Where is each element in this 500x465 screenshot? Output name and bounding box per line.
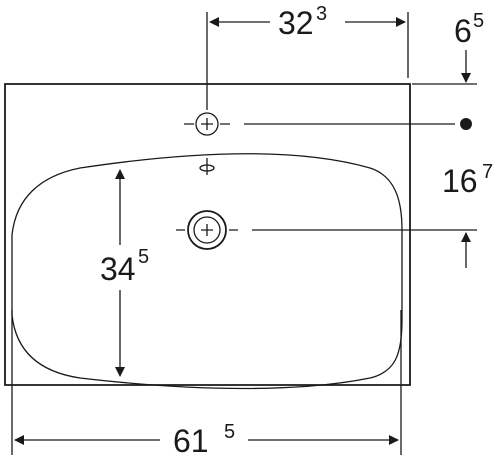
dim-167-sup: 7 xyxy=(482,161,493,183)
dimension-top-hole-offset: 32 3 xyxy=(206,3,409,110)
tap-hole xyxy=(184,112,230,136)
dim-345-sup: 5 xyxy=(138,246,149,268)
dimension-bowl-depth: 34 5 xyxy=(100,169,149,377)
tap-reference-dot xyxy=(460,118,472,130)
dim-top-main: 32 xyxy=(278,5,314,41)
dim-top-sup: 3 xyxy=(316,3,327,25)
drain-hole xyxy=(176,210,238,250)
dimension-hole-to-drain: 16 7 xyxy=(442,161,493,268)
dim-167-main: 16 xyxy=(442,163,478,199)
dimension-top-edge-to-hole: 6 5 xyxy=(454,10,484,83)
dim-615-main: 61 xyxy=(173,423,209,459)
basin-outline xyxy=(4,83,411,386)
dim-615-sup: 5 xyxy=(224,421,235,443)
dim-345-main: 34 xyxy=(100,251,136,287)
dim-65-main: 6 xyxy=(454,13,472,49)
dimension-overall-width: 61 5 xyxy=(11,310,402,459)
overflow-hole xyxy=(199,158,215,175)
bowl-outline xyxy=(11,153,403,390)
dim-65-sup: 5 xyxy=(473,10,484,32)
